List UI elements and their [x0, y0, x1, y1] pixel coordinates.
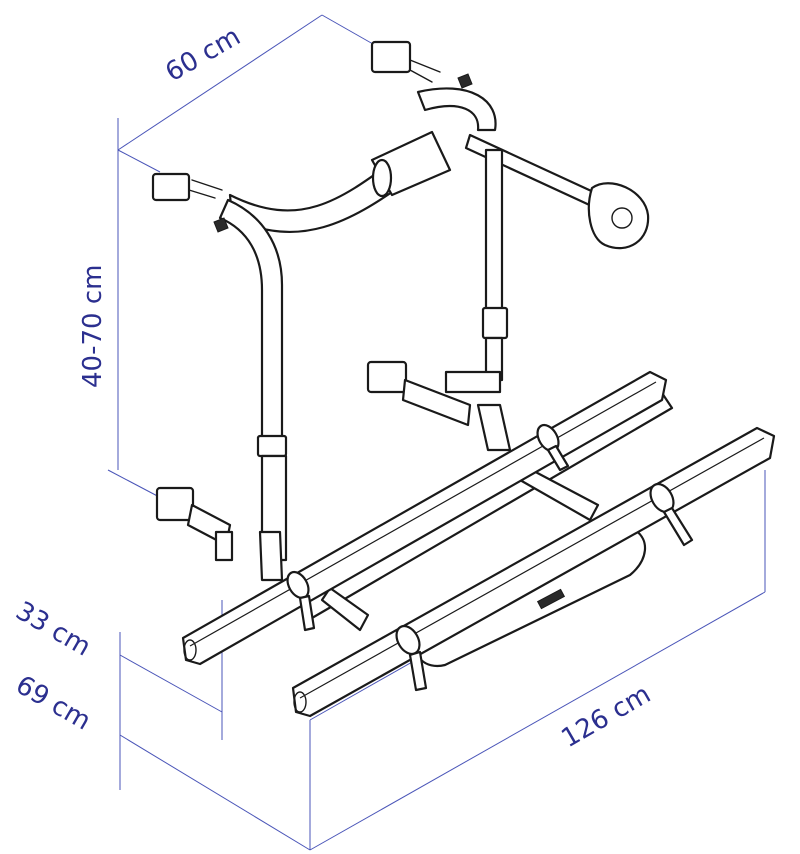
right-vertical-arm: [484, 148, 504, 312]
lower-left-bracket: [155, 486, 195, 522]
length-label: 126 cm: [557, 679, 656, 754]
height-label: 40-70 cm: [78, 265, 108, 388]
upper-left-bracket: [151, 172, 191, 202]
left-vertical-arm: [218, 198, 284, 442]
platform: [181, 370, 776, 718]
depth-lower-label: 69 cm: [11, 670, 96, 736]
lower-mounts: [155, 360, 512, 582]
underside-tray: [415, 528, 646, 668]
depth-upper-label: 33 cm: [11, 596, 96, 662]
lower-right-bracket: [366, 360, 408, 394]
width-label: 60 cm: [161, 22, 246, 88]
wheel-clamp: [587, 182, 650, 250]
width-dimension-line: [117, 14, 323, 151]
upper-right-bracket: [370, 40, 412, 74]
upper-frame: [151, 40, 650, 562]
dimension-labels: 60 cm 40-70 cm 33 cm 69 cm 126 cm: [11, 22, 656, 754]
